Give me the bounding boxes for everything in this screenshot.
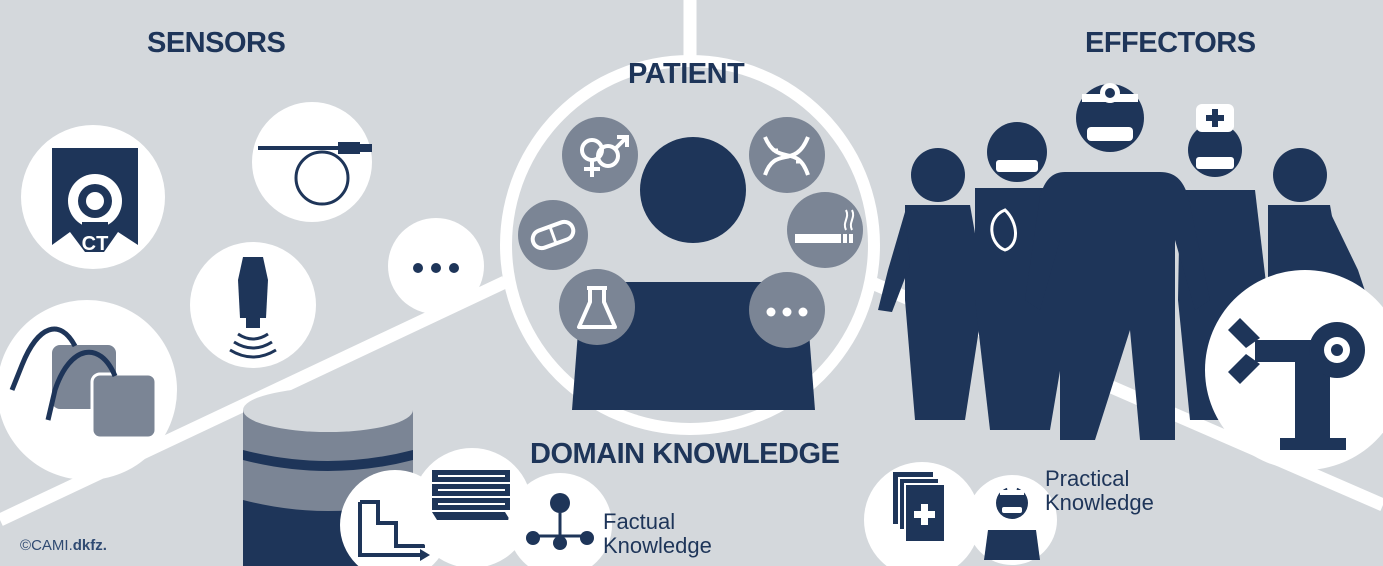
more-sensors-icon xyxy=(388,218,484,314)
factual-knowledge-label: Factual Knowledge xyxy=(603,510,712,558)
more-attributes-icon xyxy=(749,272,825,348)
hierarchy-icon xyxy=(508,473,612,566)
electrodes-icon xyxy=(0,300,177,480)
practical-line2: Knowledge xyxy=(1045,490,1154,515)
pill-icon xyxy=(518,200,588,270)
surgeon-portrait-icon xyxy=(967,475,1057,565)
smoking-icon xyxy=(787,192,863,268)
dna-icon xyxy=(749,117,825,193)
gender-icon xyxy=(562,117,638,193)
sensors-title: SENSORS xyxy=(147,27,286,59)
practical-knowledge-label: Practical Knowledge xyxy=(1045,467,1154,515)
documents-icon xyxy=(864,462,980,566)
copyright-org-cami: CAMI xyxy=(31,537,69,554)
copyright-notice: ©CAMI.dkfz. xyxy=(20,537,107,554)
books-icon xyxy=(412,448,532,566)
endoscope-icon xyxy=(252,102,372,222)
ct-scanner-icon xyxy=(21,125,165,269)
practical-line1: Practical xyxy=(1045,466,1130,491)
effectors-title: EFFECTORS xyxy=(1085,27,1256,59)
lab-flask-icon xyxy=(559,269,635,345)
copyright-symbol: © xyxy=(20,537,32,554)
ultrasound-probe-icon xyxy=(190,242,316,368)
ct-label: CT xyxy=(82,233,109,255)
factual-line2: Knowledge xyxy=(603,533,712,558)
factual-line1: Factual xyxy=(603,509,676,534)
database-icon xyxy=(243,388,413,566)
domain-knowledge-title: DOMAIN KNOWLEDGE xyxy=(530,438,840,470)
copyright-separator: . xyxy=(68,537,73,554)
patient-title: PATIENT xyxy=(628,58,745,90)
robot-arm-icon xyxy=(1205,270,1383,470)
copyright-org-dkfz: dkfz. xyxy=(72,537,107,554)
